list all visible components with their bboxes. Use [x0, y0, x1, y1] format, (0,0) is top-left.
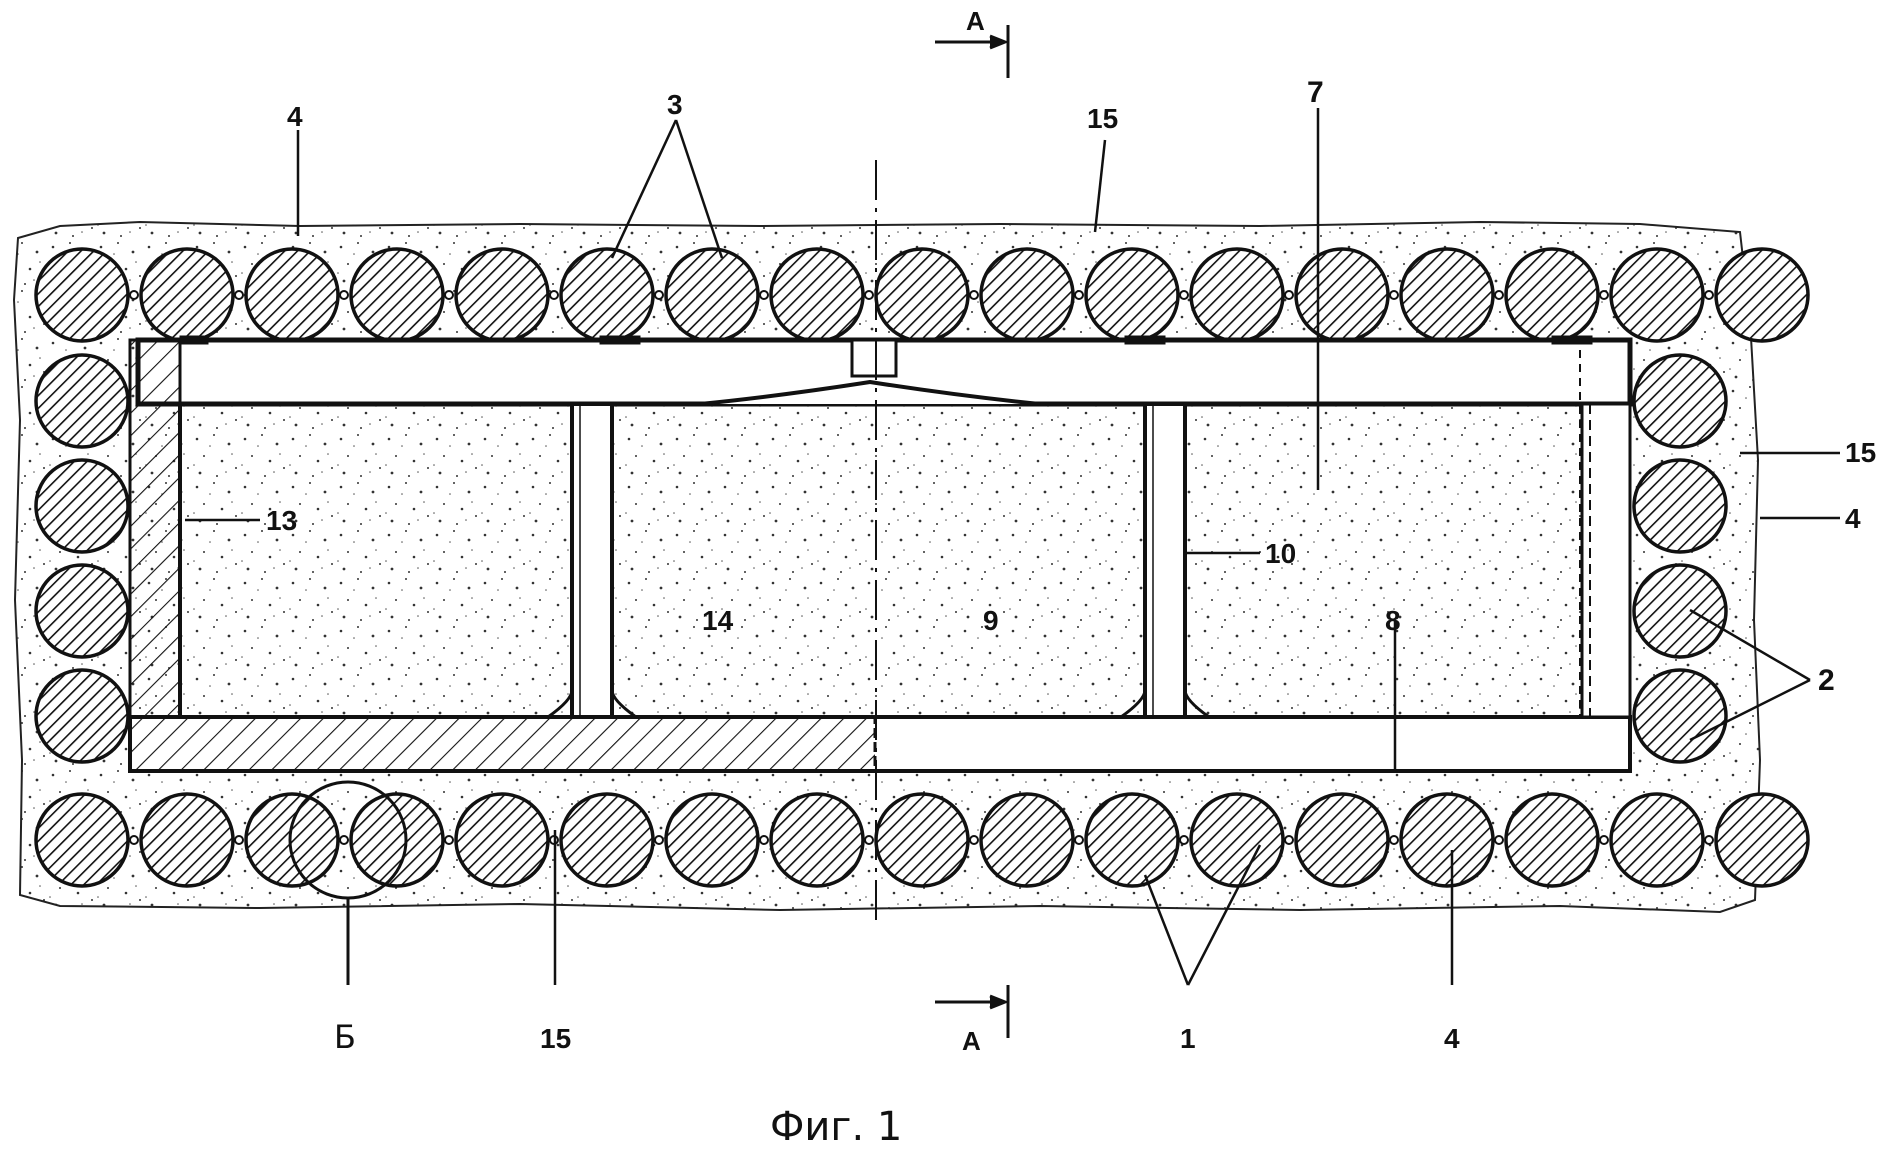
- pile-joint: [1495, 836, 1503, 844]
- left-wall: [130, 340, 180, 717]
- callout-4-right: 4: [1845, 503, 1861, 534]
- pile: [1611, 794, 1703, 886]
- pile: [1191, 794, 1283, 886]
- pile-joint: [1075, 291, 1083, 299]
- pile: [561, 249, 653, 341]
- pile: [561, 794, 653, 886]
- pile-joint: [865, 836, 873, 844]
- callout-1-bottom: 1: [1180, 1023, 1196, 1054]
- section-label-top: А: [966, 6, 985, 36]
- pile: [141, 794, 233, 886]
- pile: [1634, 355, 1726, 447]
- right-wall: [1582, 404, 1630, 717]
- pile-joint: [1600, 291, 1608, 299]
- pile-joint: [1390, 291, 1398, 299]
- pile-joint: [1495, 291, 1503, 299]
- pile: [1296, 249, 1388, 341]
- pile: [1086, 249, 1178, 341]
- pile-joint: [1390, 836, 1398, 844]
- pile: [141, 249, 233, 341]
- pile: [36, 565, 128, 657]
- callout-15-bottom: 15: [540, 1023, 571, 1054]
- key-block: [852, 340, 896, 376]
- pile: [351, 249, 443, 341]
- pile: [876, 249, 968, 341]
- pile: [36, 794, 128, 886]
- pile: [1191, 249, 1283, 341]
- hatched-base: [130, 717, 875, 771]
- pile: [1634, 670, 1726, 762]
- pile: [36, 355, 128, 447]
- callout-2-right: 2: [1818, 664, 1835, 697]
- pile-joint: [1600, 836, 1608, 844]
- figure-caption: Фиг. 1: [770, 1104, 902, 1150]
- pile-joint: [235, 836, 243, 844]
- pile: [246, 249, 338, 341]
- pile: [456, 794, 548, 886]
- pile-joint: [550, 291, 558, 299]
- pile: [456, 249, 548, 341]
- callout-9: 9: [983, 605, 999, 636]
- callout-15-right: 15: [1845, 437, 1876, 468]
- pile-joint: [865, 291, 873, 299]
- pile-joint: [1285, 291, 1293, 299]
- pile: [1506, 794, 1598, 886]
- pile: [1634, 565, 1726, 657]
- callout-4-bottom: 4: [1444, 1023, 1460, 1054]
- pile: [1716, 249, 1808, 341]
- pile: [771, 794, 863, 886]
- pile-joint: [1705, 291, 1713, 299]
- callout-7: 7: [1307, 76, 1324, 109]
- callout-3-top: 3: [667, 89, 683, 120]
- pile: [36, 670, 128, 762]
- callout-13: 13: [266, 505, 297, 536]
- pile: [666, 794, 758, 886]
- callout-8: 8: [1385, 605, 1401, 636]
- pile-joint: [130, 836, 138, 844]
- pile: [771, 249, 863, 341]
- pile-joint: [655, 836, 663, 844]
- column-left: [572, 404, 612, 717]
- pile: [1401, 794, 1493, 886]
- callout-4-top-left: 4: [287, 101, 303, 132]
- pile-joint: [1180, 291, 1188, 299]
- pile: [246, 794, 338, 886]
- pile: [876, 794, 968, 886]
- pile: [666, 249, 758, 341]
- callout-14: 14: [702, 605, 734, 636]
- pile-joint: [970, 291, 978, 299]
- callout-detail-b: Б: [334, 1018, 356, 1056]
- pile: [1401, 249, 1493, 341]
- pile: [1296, 794, 1388, 886]
- pile-joint: [445, 291, 453, 299]
- pile: [1611, 249, 1703, 341]
- pile-joint: [340, 836, 348, 844]
- pile-joint: [445, 836, 453, 844]
- pile-joint: [130, 291, 138, 299]
- pile: [1716, 794, 1808, 886]
- pile-joint: [655, 291, 663, 299]
- pile: [981, 794, 1073, 886]
- pile-joint: [1180, 836, 1188, 844]
- pile-joint: [760, 291, 768, 299]
- section-label-bottom: А: [962, 1026, 981, 1056]
- pile-joint: [1075, 836, 1083, 844]
- pile-joint: [760, 836, 768, 844]
- pile-joint: [1285, 836, 1293, 844]
- pile-joint: [340, 291, 348, 299]
- callout-10: 10: [1265, 538, 1296, 569]
- callout-15-top: 15: [1087, 103, 1118, 134]
- pile-joint: [970, 836, 978, 844]
- pile: [36, 249, 128, 341]
- pile: [1634, 460, 1726, 552]
- pile: [981, 249, 1073, 341]
- pile-joint: [235, 291, 243, 299]
- pile: [36, 460, 128, 552]
- column-right: [1145, 404, 1185, 717]
- pile: [1506, 249, 1598, 341]
- pile-joint: [1705, 836, 1713, 844]
- pile: [1086, 794, 1178, 886]
